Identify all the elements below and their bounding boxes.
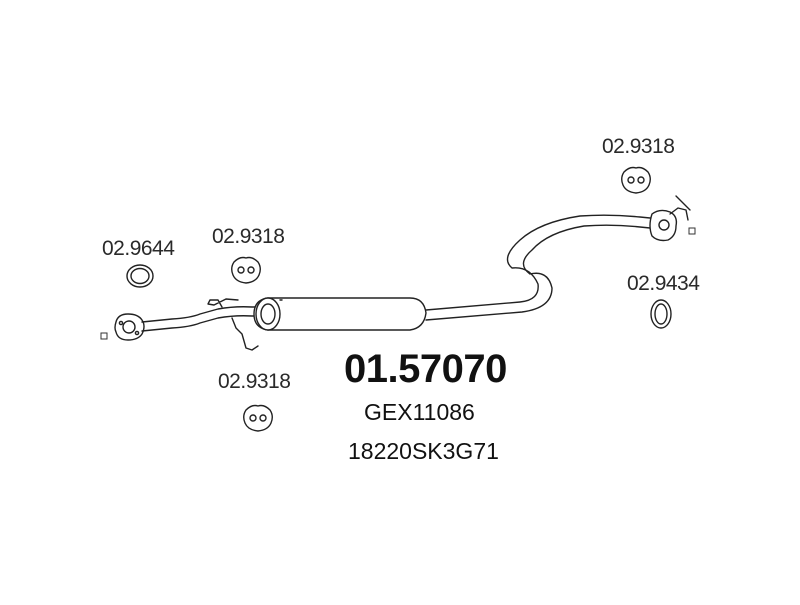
rubber-hanger-top-right-icon: [621, 166, 651, 194]
seal-ring-right-icon: [650, 299, 672, 329]
rubber-hanger-bottom-icon: [243, 404, 273, 432]
rubber-hanger-top-left-icon: [231, 256, 261, 284]
label-hanger-top-right: 02.9318: [602, 135, 674, 158]
flange-left-icon: [114, 313, 145, 341]
label-hanger-top-left: 02.9318: [212, 225, 284, 248]
exhaust-assembly: [100, 195, 696, 351]
cross-ref-1: GEX11086: [364, 399, 475, 425]
end-marker-right: [688, 227, 696, 235]
muffler-icon: [253, 297, 427, 331]
seal-ring-left-icon: [126, 264, 154, 288]
end-marker-left: [100, 332, 108, 340]
cross-ref-2: 18220SK3G71: [348, 438, 499, 464]
label-hanger-bottom: 02.9318: [218, 370, 290, 393]
label-ring-left: 02.9644: [102, 237, 175, 260]
hook-right: [675, 195, 691, 211]
main-part-number: 01.57070: [344, 347, 507, 391]
label-ring-right: 02.9434: [627, 272, 700, 295]
flange-right-icon: [649, 207, 689, 242]
